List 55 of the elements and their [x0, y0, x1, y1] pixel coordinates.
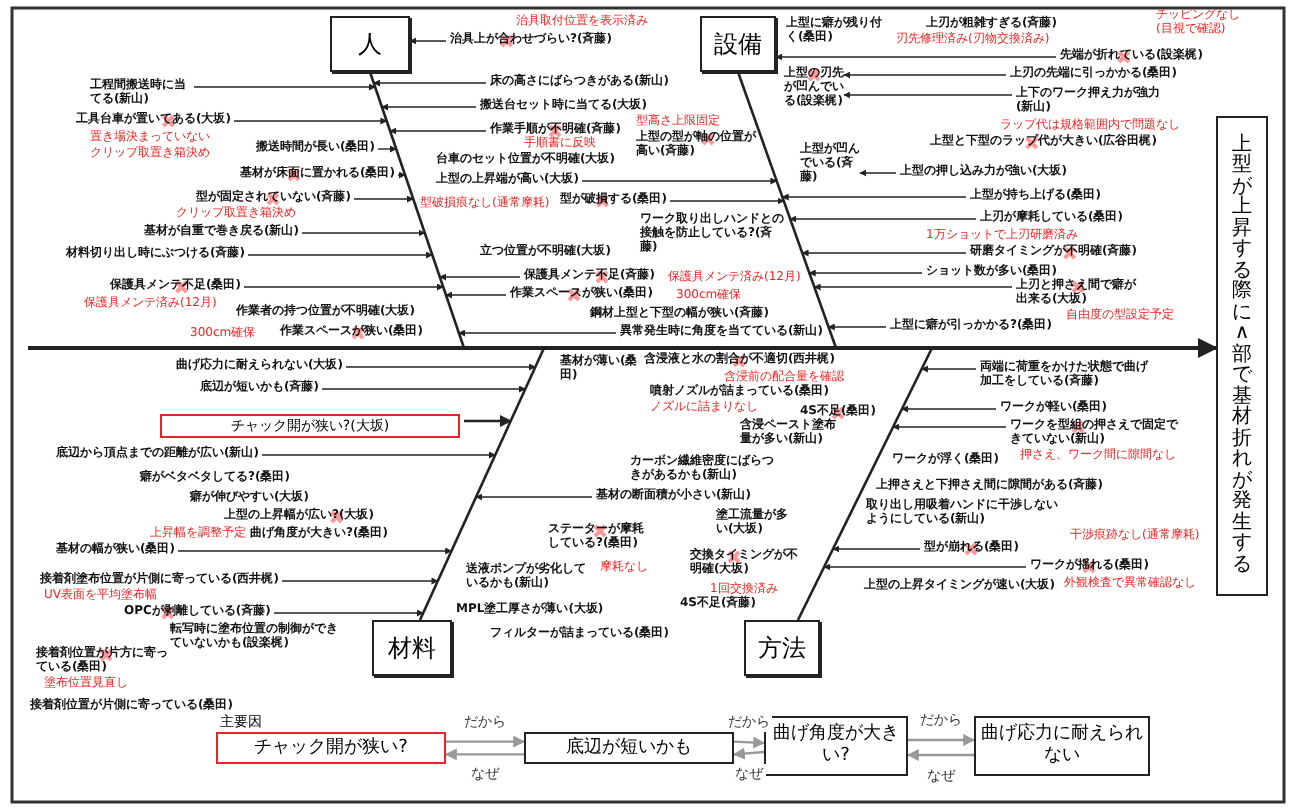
arrow — [781, 193, 967, 201]
arrow — [243, 283, 444, 291]
arrow — [389, 127, 487, 135]
arrow — [843, 71, 1007, 79]
arrow — [920, 365, 977, 373]
arrow — [813, 283, 1013, 291]
arrow — [353, 195, 414, 203]
category-box: 材料 — [372, 620, 452, 676]
arrow — [827, 323, 887, 331]
arrow — [775, 53, 1057, 61]
arrow — [901, 405, 997, 413]
arrow — [908, 734, 976, 746]
arrow — [859, 169, 897, 177]
arrow — [464, 415, 512, 427]
arrow — [733, 736, 766, 749]
arrow — [669, 197, 785, 205]
arrow — [345, 363, 537, 371]
category-box: 設備 — [700, 16, 776, 72]
arrow — [445, 291, 507, 299]
arrow — [581, 177, 778, 185]
arrow — [409, 37, 447, 45]
arrow — [261, 451, 496, 459]
arrow — [446, 735, 526, 748]
arrow — [892, 423, 1007, 431]
arrow — [789, 215, 977, 223]
category-box: 方法 — [744, 620, 820, 676]
arrow — [439, 273, 521, 281]
arrow — [801, 249, 967, 257]
arrow — [301, 229, 426, 237]
spine-arrow — [28, 338, 1218, 358]
arrow — [475, 493, 593, 501]
arrow — [273, 609, 424, 617]
cause-box: 底辺が短いかも — [524, 732, 734, 764]
arrow — [732, 747, 765, 760]
arrow — [843, 91, 1013, 99]
arrow — [832, 545, 921, 553]
category-box: 人 — [330, 16, 410, 72]
arrow — [233, 117, 388, 125]
arrow — [193, 83, 376, 91]
arrow — [444, 748, 524, 761]
arrow — [373, 79, 487, 87]
cause-box: チャック開が狭い? — [216, 732, 446, 764]
effect-box: 上型が上昇する際に∧部で基材折れが発生する — [1216, 116, 1268, 596]
arrow — [381, 103, 477, 111]
arrow — [281, 577, 439, 585]
arrow — [823, 563, 1027, 571]
arrow — [906, 749, 974, 761]
cause-box: 曲げ応力に耐えられない — [974, 716, 1150, 776]
arrow — [247, 251, 434, 259]
arrow — [321, 385, 526, 393]
arrow — [377, 145, 397, 153]
arrow — [458, 329, 617, 337]
arrow — [808, 269, 923, 277]
arrow — [177, 547, 453, 555]
arrow — [397, 171, 406, 179]
